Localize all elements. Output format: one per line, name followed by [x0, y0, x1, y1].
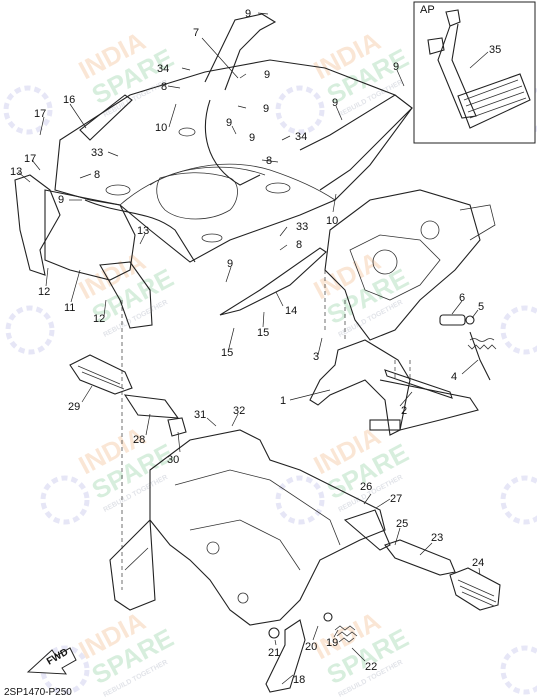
callout-28: 28: [133, 434, 145, 446]
callout-14: 14: [285, 305, 297, 317]
callout-26: 26: [360, 481, 372, 493]
side-stand-spring: [334, 625, 358, 643]
callout-32: 32: [233, 405, 245, 417]
callout-8: 8: [266, 155, 272, 167]
rear-footrest: [449, 567, 501, 611]
callout-9: 9: [58, 194, 64, 206]
callout-17: 17: [34, 108, 46, 120]
callout-25: 25: [396, 518, 408, 530]
callout-20: 20: [305, 641, 317, 653]
diagram-code: 2SP1470-P250: [4, 687, 72, 698]
callout-9: 9: [264, 69, 270, 81]
callout-24: 24: [472, 557, 484, 569]
callout-18: 18: [293, 674, 305, 686]
callout-10: 10: [326, 215, 338, 227]
rear-footrest-bracket: [384, 539, 456, 576]
stand-pin-set: [439, 314, 475, 326]
callout-35: 35: [489, 44, 501, 56]
callout-2: 2: [401, 405, 407, 417]
fwd-arrow-icon: FWD: [26, 647, 77, 675]
callout-5: 5: [478, 301, 484, 313]
callout-9: 9: [227, 258, 233, 270]
callout-34: 34: [157, 63, 169, 75]
stand-shaft: [384, 369, 453, 399]
callout-9: 9: [249, 132, 255, 144]
callout-13: 13: [137, 225, 149, 237]
callout-4: 4: [451, 371, 457, 383]
side-stand: [265, 612, 333, 693]
callout-16: 16: [63, 94, 75, 106]
stand-spring: [467, 331, 497, 381]
callout-23: 23: [431, 532, 443, 544]
callout-10: 10: [155, 122, 167, 134]
callout-19: 19: [326, 637, 338, 649]
callout-1: 1: [280, 395, 286, 407]
front-footrest: [69, 354, 187, 437]
callout-21: 21: [268, 647, 280, 659]
callout-12: 12: [38, 286, 50, 298]
callout-8: 8: [94, 169, 100, 181]
callout-9: 9: [263, 103, 269, 115]
watermark-wordmark-7: INDIA SPARE REBUILD TOGETHER: [74, 605, 179, 698]
callout-27: 27: [390, 493, 402, 505]
callout-33: 33: [91, 147, 103, 159]
callout-29: 29: [68, 401, 80, 413]
watermark-icon: [3, 85, 537, 695]
watermark-wordmark-8: INDIA SPARE REBUILD TOGETHER: [309, 605, 414, 698]
callout-15: 15: [257, 327, 269, 339]
callout-9: 9: [332, 97, 338, 109]
callout-9: 9: [245, 8, 251, 20]
callout-labels: 9 7 34 9 8 9 16 17 10 9 9 33 17 13 8 9 9…: [10, 8, 501, 686]
callout-17: 17: [24, 153, 36, 165]
callout-22: 22: [365, 661, 377, 673]
callout-30: 30: [167, 454, 179, 466]
callout-15: 15: [221, 347, 233, 359]
leader-lines: [17, 12, 481, 685]
inset-ap-box: AP: [413, 1, 536, 144]
callout-33: 33: [296, 221, 308, 233]
callout-31: 31: [194, 409, 206, 421]
engine-frame-section: [324, 189, 496, 380]
callout-3: 3: [313, 351, 319, 363]
callout-34: 34: [295, 131, 307, 143]
callout-7: 7: [193, 27, 199, 39]
callout-6: 6: [459, 292, 465, 304]
callout-8: 8: [161, 81, 167, 93]
callout-13: 13: [10, 166, 22, 178]
main-stand: [309, 339, 479, 436]
callout-9: 9: [393, 61, 399, 73]
main-frame: [109, 429, 391, 626]
callout-8: 8: [296, 239, 302, 251]
inset-label: AP: [420, 4, 435, 16]
callout-9: 9: [226, 117, 232, 129]
callout-11: 11: [64, 302, 75, 314]
pillion-footrest-drawing: [427, 9, 531, 129]
callout-12: 12: [93, 313, 105, 325]
